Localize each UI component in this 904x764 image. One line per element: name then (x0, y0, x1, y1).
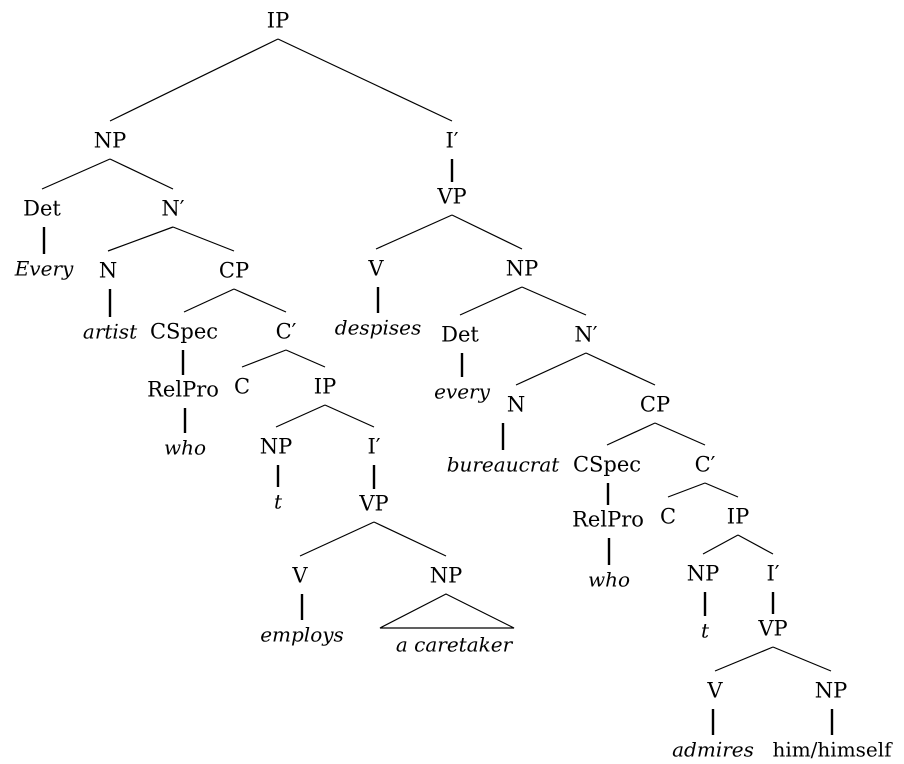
leaf-word-w_artist: artist (83, 320, 138, 344)
node-label-cp1: CP (219, 259, 249, 283)
edge-nbar2-cp2 (585, 352, 656, 386)
tree-edges (41, 38, 834, 735)
leaf-word-w_him: him/himself (772, 738, 893, 762)
node-label-ip2: IP (727, 505, 749, 529)
edge-vp0-np0 (451, 214, 523, 250)
node-label-ip1: IP (314, 375, 336, 399)
node-label-np_a: NP (815, 679, 848, 703)
edge-cp1-cbar1 (233, 288, 287, 313)
node-label-det2: Det (441, 323, 479, 347)
edge-cp2-cspec2 (606, 422, 656, 446)
edge-ip1-np_t1 (275, 404, 326, 428)
leaf-word-w_despises: despises (335, 316, 421, 340)
node-label-v_a: V (706, 679, 723, 703)
node-label-cbar1: C′ (276, 320, 297, 344)
leaf-word-w_who2: who (588, 568, 630, 592)
node-label-c2: C (660, 505, 676, 529)
edge-vp0-v0 (375, 214, 453, 250)
node-label-np0: NP (506, 257, 539, 281)
edge-nbar1-n1 (107, 226, 174, 252)
node-label-np_t2: NP (687, 562, 720, 586)
node-label-v0: V (367, 257, 384, 281)
node-label-vp0: VP (436, 185, 466, 209)
edge-np0-det2 (459, 286, 523, 316)
node-label-v_e: V (291, 564, 308, 588)
edge-vp_a-np_a (772, 646, 832, 672)
edge-cbar1-ip1 (285, 349, 326, 368)
node-label-cspec2: CSpec (573, 453, 641, 477)
leaf-word-w_caretaker: a caretaker (396, 633, 514, 657)
edge-vp_e-v_e (299, 521, 375, 557)
edge-np1-det1 (41, 158, 111, 190)
node-label-cbar2: C′ (695, 453, 716, 477)
node-label-nbar2: N′ (574, 323, 597, 347)
edge-cbar1-c1 (241, 349, 287, 368)
node-label-np_t1: NP (260, 435, 293, 459)
node-label-n2: N (507, 393, 525, 417)
node-label-vp_a: VP (757, 617, 787, 641)
leaf-word-w_t2: t (701, 619, 710, 643)
edge-ip2-np_t2 (702, 534, 739, 555)
node-label-cp2: CP (640, 393, 670, 417)
node-label-ip0: IP (267, 9, 289, 33)
node-label-nbar1: N′ (161, 197, 184, 221)
node-label-n1: N (99, 259, 117, 283)
edge-cp1-cspec1 (183, 288, 235, 313)
leaf-word-w_bureaucrat: bureaucrat (447, 453, 561, 477)
leaf-word-w_employs: employs (260, 623, 344, 647)
edge-ip1-ibar_e (324, 404, 375, 428)
edge-ip0-ibar1 (277, 38, 453, 122)
node-label-np_e: NP (430, 564, 463, 588)
edge-np0-nbar2 (521, 286, 587, 316)
edge-cbar2-ip2 (704, 482, 739, 498)
leaf-word-w_admires: admires (672, 738, 754, 762)
edge-nbar2-n2 (515, 352, 587, 386)
node-label-cspec1: CSpec (150, 320, 218, 344)
node-label-ibar1: I′ (445, 129, 458, 153)
leaf-word-w_every2: every (434, 380, 491, 404)
leaf-word-w_who1: who (164, 436, 206, 460)
node-label-relpro2: RelPro (572, 508, 644, 532)
edge-vp_e-np_e (373, 521, 447, 557)
edge-ip2-ibar_a (737, 534, 774, 555)
node-label-ibar_e: I′ (367, 435, 380, 459)
node-label-c1: C (234, 375, 250, 399)
node-label-vp_e: VP (358, 492, 388, 516)
edge-nbar1-cp1 (172, 226, 235, 252)
node-label-relpro1: RelPro (147, 378, 219, 402)
edge-cp2-cbar2 (654, 422, 706, 446)
edge-ip0-np1 (109, 38, 279, 122)
edge-vp_a-v_a (714, 646, 774, 672)
node-label-np1: NP (94, 129, 127, 153)
edge-cbar2-c2 (667, 482, 706, 498)
triangle-np-caretaker (379, 593, 515, 629)
leaf-word-w_every1: Every (14, 257, 74, 281)
leaf-word-w_t1: t (274, 490, 283, 514)
edge-np1-nbar1 (109, 158, 174, 190)
node-label-det1: Det (23, 197, 61, 221)
node-label-ibar_a: I′ (766, 562, 779, 586)
